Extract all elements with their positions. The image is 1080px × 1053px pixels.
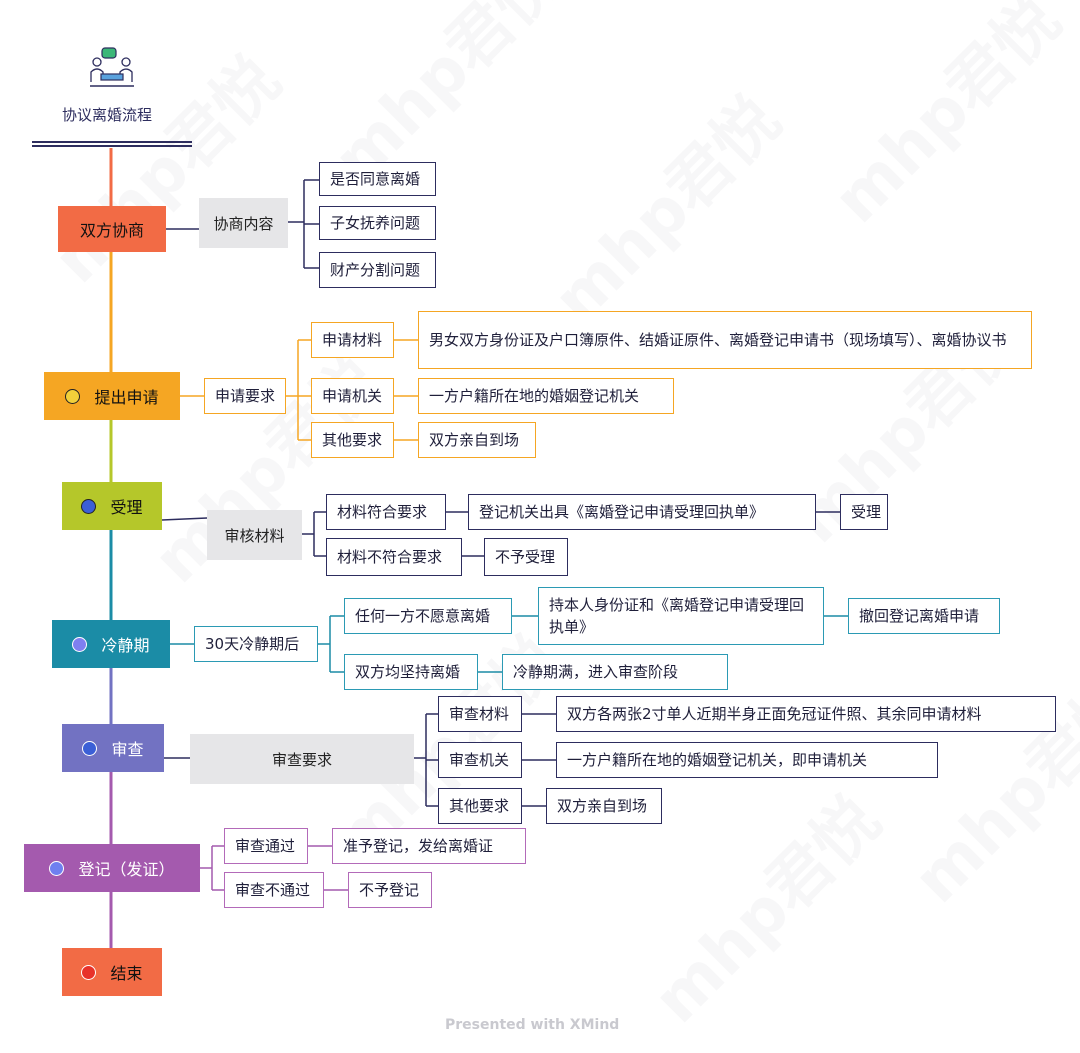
accept-ok-value[interactable]: 登记机关出具《离婚登记申请受理回执单》	[468, 494, 816, 530]
accept-bad-label[interactable]: 材料不符合要求	[326, 538, 462, 576]
review-materials-value[interactable]: 双方各两张2寸单人近期半身正面免冠证件照、其余同申请材料	[556, 696, 1056, 732]
status-dot-icon	[81, 498, 97, 514]
register-fail-value[interactable]: 不予登记	[348, 872, 432, 908]
negotiate-item[interactable]: 是否同意离婚	[319, 162, 436, 196]
stage-cooling-label: 冷静期	[101, 636, 150, 655]
apply-authority-value[interactable]: 一方户籍所在地的婚姻登记机关	[418, 378, 674, 414]
apply-other-value[interactable]: 双方亲自到场	[418, 422, 536, 458]
apply-materials-value[interactable]: 男女双方身份证及户口簿原件、结婚证原件、离婚登记申请书（现场填写）、离婚协议书	[418, 311, 1032, 369]
stage-accept-label: 受理	[110, 498, 143, 517]
status-dot-icon	[82, 740, 98, 756]
review-authority-value[interactable]: 一方户籍所在地的婚姻登记机关，即申请机关	[556, 742, 938, 778]
cooling-insist-label[interactable]: 双方均坚持离婚	[344, 654, 478, 690]
status-dot-icon	[81, 964, 97, 980]
accept-topic[interactable]: 审核材料	[207, 510, 302, 560]
cooling-insist-value[interactable]: 冷静期满，进入审查阶段	[502, 654, 728, 690]
stage-cooling[interactable]: 冷静期	[52, 620, 170, 668]
stage-review-label: 审查	[111, 740, 144, 759]
register-pass-label[interactable]: 审查通过	[224, 828, 308, 864]
cooling-topic[interactable]: 30天冷静期后	[194, 626, 318, 662]
cooling-withdraw-result[interactable]: 撤回登记离婚申请	[848, 598, 1000, 634]
register-pass-value[interactable]: 准予登记，发给离婚证	[332, 828, 526, 864]
review-other-value[interactable]: 双方亲自到场	[546, 788, 662, 824]
review-materials-label[interactable]: 审查材料	[438, 696, 522, 732]
stage-negotiate-label: 双方协商	[79, 221, 144, 240]
footer-credit: Presented with XMind	[445, 1017, 620, 1033]
negotiate-item[interactable]: 财产分割问题	[319, 252, 436, 288]
stage-end-label: 结束	[110, 964, 143, 983]
stage-negotiate[interactable]: 双方协商	[58, 206, 166, 252]
review-topic[interactable]: 审查要求	[190, 734, 414, 784]
apply-authority-label[interactable]: 申请机关	[311, 378, 394, 414]
cooling-withdraw-value[interactable]: 持本人身份证和《离婚登记申请受理回执单》	[538, 587, 824, 645]
stage-register[interactable]: 登记（发证）	[24, 844, 200, 892]
status-dot-icon	[72, 636, 88, 652]
stage-apply-label: 提出申请	[94, 388, 159, 407]
apply-materials-label[interactable]: 申请材料	[311, 322, 394, 358]
apply-topic[interactable]: 申请要求	[204, 378, 286, 414]
register-fail-label[interactable]: 审查不通过	[224, 872, 324, 908]
negotiate-topic[interactable]: 协商内容	[199, 198, 288, 248]
stage-register-label: 登记（发证）	[78, 860, 175, 879]
review-other-label[interactable]: 其他要求	[438, 788, 522, 824]
stage-accept[interactable]: 受理	[62, 482, 162, 530]
negotiate-item[interactable]: 子女抚养问题	[319, 206, 436, 240]
page-title: 协议离婚流程	[62, 106, 153, 124]
stage-end[interactable]: 结束	[62, 948, 162, 996]
status-dot-icon	[65, 388, 81, 404]
stage-apply[interactable]: 提出申请	[44, 372, 180, 420]
apply-other-label[interactable]: 其他要求	[311, 422, 394, 458]
cooling-withdraw-label[interactable]: 任何一方不愿意离婚	[344, 598, 512, 634]
accept-ok-label[interactable]: 材料符合要求	[326, 494, 446, 530]
accept-ok-result[interactable]: 受理	[840, 494, 888, 530]
meeting-icon	[88, 46, 136, 90]
status-dot-icon	[49, 860, 65, 876]
accept-bad-value[interactable]: 不予受理	[484, 538, 568, 576]
review-authority-label[interactable]: 审查机关	[438, 742, 522, 778]
stage-review[interactable]: 审查	[62, 724, 164, 772]
